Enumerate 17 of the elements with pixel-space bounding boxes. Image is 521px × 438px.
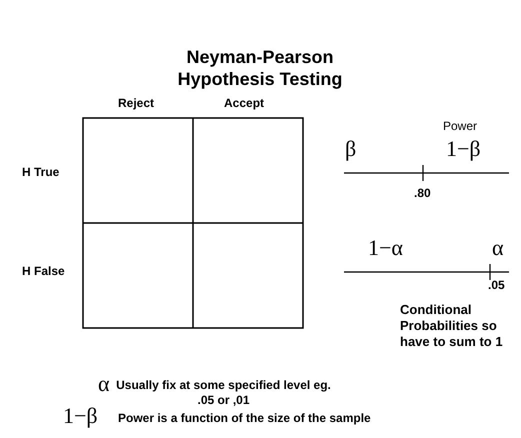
column-header: Reject (118, 96, 154, 110)
alpha-value: .05 (488, 278, 505, 292)
power-symbol: 1−β (63, 404, 98, 428)
note-text: Power is a function of the size of the sample (118, 411, 371, 425)
beta-symbol: β (345, 137, 356, 161)
power-value: .80 (414, 186, 431, 200)
alpha-symbol: α (98, 372, 110, 396)
note-text: Usually fix at some specified level eg. .05 or ,01 (116, 378, 331, 408)
confidence-symbol: 1−α (368, 236, 403, 260)
title: Neyman-Pearson Hypothesis Testing (176, 46, 344, 90)
column-header: Accept (224, 96, 264, 110)
alpha-symbol: α (492, 236, 504, 260)
power-label: Power (443, 119, 478, 133)
note-text: Conditional Probabilities so have to sum to 1 (400, 302, 504, 350)
row-header: H False (22, 264, 65, 278)
row-header: H True (22, 165, 60, 179)
power-symbol: 1−β (446, 137, 481, 161)
